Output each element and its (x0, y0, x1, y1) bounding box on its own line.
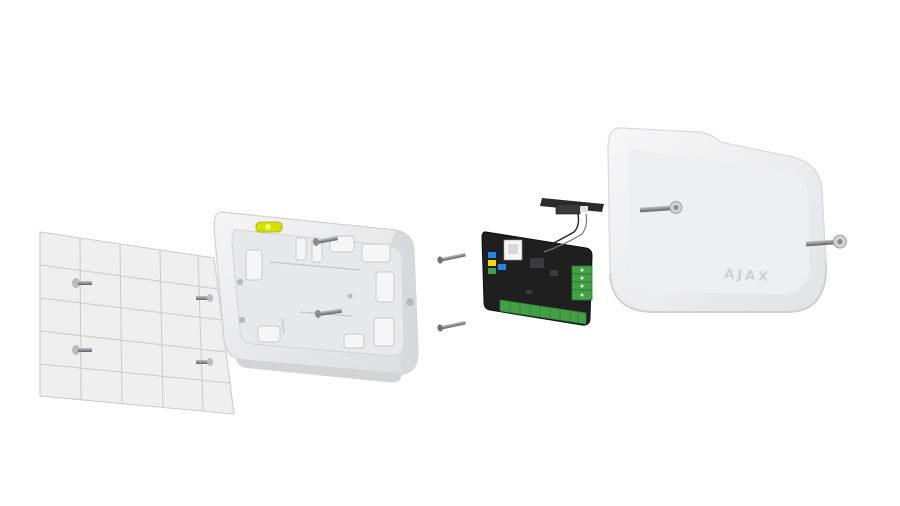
tamper-switch-icon (540, 198, 604, 215)
pcb-color-jumpers (488, 252, 506, 274)
bubble-level-icon (255, 221, 283, 233)
screw-icon (196, 294, 213, 302)
terminal-block-icon (499, 299, 587, 325)
wall-screw-group (72, 278, 213, 366)
pcb-components (526, 258, 558, 294)
screw-icon (72, 278, 92, 288)
base-holes (236, 278, 414, 324)
screw-icon (437, 320, 466, 332)
screw-icon (312, 236, 339, 246)
wall-surface (39, 231, 235, 415)
control-board-pcb (481, 213, 593, 326)
mounting-base-enclosure (213, 211, 419, 383)
front-lid-cover: AJAX (607, 127, 828, 313)
screw-icon (314, 308, 343, 318)
cable-clips (245, 235, 395, 349)
screw-icon (196, 358, 213, 366)
screw-icon (437, 252, 466, 264)
screw-icon (805, 234, 847, 249)
brand-logo: AJAX (724, 267, 772, 285)
wall-grout-lines (39, 237, 231, 412)
screw-icon (72, 345, 92, 355)
screw-icon (639, 200, 683, 214)
wall-tile-icon (39, 231, 235, 415)
terminal-block-icon (571, 265, 593, 301)
